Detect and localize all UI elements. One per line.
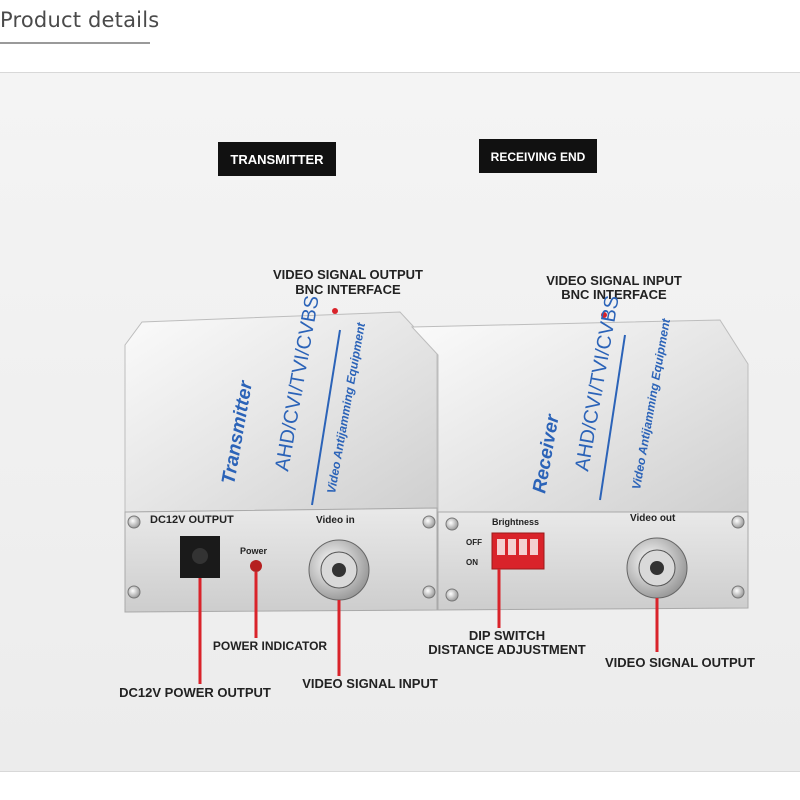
receiver-device: Receiver AHD/CVI/TVI/CVBS Video Antijamm… — [410, 294, 749, 611]
screw-icon — [731, 585, 745, 599]
transmitter-badge-label: TRANSMITTER — [230, 152, 324, 167]
tx-top-callout-dot — [332, 308, 338, 314]
screw-icon — [445, 517, 459, 531]
dip-switch-callout-line2: DISTANCE ADJUSTMENT — [428, 642, 586, 657]
power-led — [250, 560, 262, 572]
screw-icon — [422, 585, 436, 599]
video-in-label: Video in — [316, 515, 355, 526]
screw-icon — [422, 515, 436, 529]
tab-product-details[interactable]: Product details — [0, 8, 160, 32]
rx-top-callout-line1: VIDEO SIGNAL INPUT — [546, 273, 682, 288]
tx-top-callout-line1: VIDEO SIGNAL OUTPUT — [273, 267, 423, 282]
tab-underline — [0, 42, 150, 44]
video-signal-output-callout: VIDEO SIGNAL OUTPUT — [605, 655, 755, 670]
screw-icon — [127, 515, 141, 529]
dc12v-output-label: DC12V OUTPUT — [150, 514, 234, 526]
tx-top-callout-line2: BNC INTERFACE — [295, 282, 401, 297]
video-signal-input-callout: VIDEO SIGNAL INPUT — [302, 676, 438, 691]
dip-on-label: ON — [466, 558, 478, 567]
video-out-label: Video out — [630, 513, 676, 524]
power-indicator-callout: POWER INDICATOR — [213, 639, 328, 653]
rx-top-callout-dot — [601, 312, 607, 318]
receiver-badge-label: RECEIVING END — [491, 150, 586, 164]
rx-top-callout-line2: BNC INTERFACE — [561, 287, 667, 302]
dip-off-label: OFF — [466, 538, 482, 547]
screw-icon — [731, 515, 745, 529]
dip-switch[interactable] — [491, 532, 545, 570]
power-label: Power — [240, 546, 268, 556]
dip-switch-callout-line1: DIP SWITCH — [469, 628, 545, 643]
transmitter-device: Transmitter AHD/CVI/TVI/CVBS Video Antij… — [124, 294, 438, 613]
receiver-badge: RECEIVING END — [479, 139, 597, 173]
screw-icon — [445, 588, 459, 602]
dc12v-power-output-callout: DC12V POWER OUTPUT — [119, 685, 271, 700]
bnc-connector-out — [626, 537, 688, 599]
screw-icon — [127, 585, 141, 599]
brightness-label: Brightness — [492, 517, 539, 527]
callout-lines — [198, 569, 659, 684]
bnc-connector-in — [308, 539, 370, 601]
transmitter-badge: TRANSMITTER — [218, 142, 336, 176]
